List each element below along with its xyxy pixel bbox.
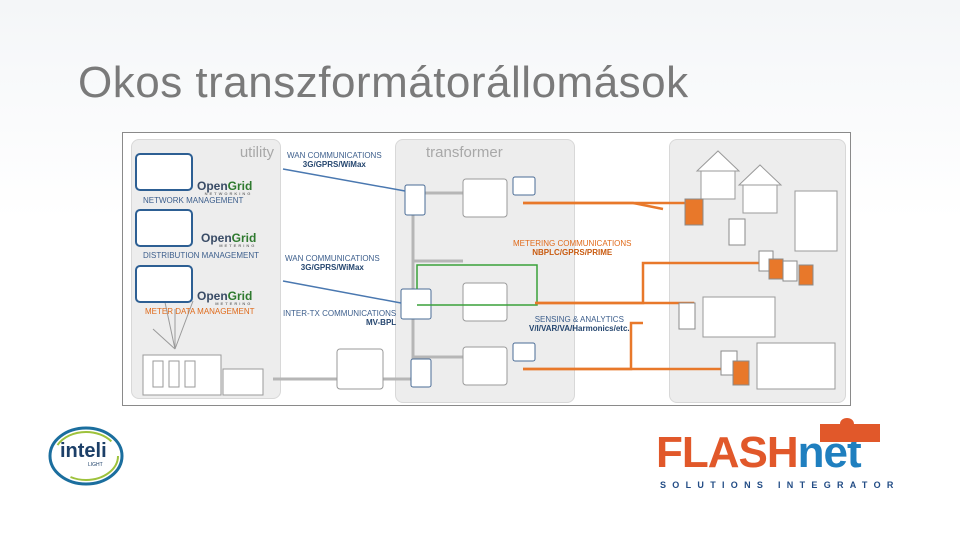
opengrid-logo-networking: OpenGrid NETWORKING [197,179,253,196]
inteli-wordmark: inteli [60,440,107,462]
power-plant-icon [142,292,264,396]
house-icon [695,150,838,390]
meter-icons [678,198,814,386]
connection-lines [142,150,838,396]
transformer-icon-3 [462,346,508,386]
inteli-logo-ring [48,426,124,486]
distribution-management-tile [135,209,193,247]
transformer-icon-2 [462,282,508,322]
opengrid-logo-metering-2: OpenGrid METERING [197,289,253,306]
meter-data-management-label: METER DATA MANAGEMENT [145,307,255,316]
comm-box-icons [400,176,536,388]
smart-substation-diagram: utility transformer [122,132,851,406]
utility-panel-title: utility [239,144,274,161]
transformer-icon-1 [462,178,508,218]
transformer-panel-title: transformer [426,144,503,161]
flashnet-logo: FLASHnet SOLUTIONS INTEGRATOR [656,418,893,490]
distribution-management-label: DISTRIBUTION MANAGEMENT [143,251,260,260]
page-title: Okos transzformátorállomások [78,58,689,107]
network-management-tile [135,153,193,191]
opengrid-logo-metering-1: OpenGrid METERING [201,231,257,248]
flashnet-tagline: SOLUTIONS INTEGRATOR [660,480,900,490]
inteli-logo: inteli LIGHT [46,420,126,495]
puzzle-icon [820,418,880,442]
meter-data-management-tile [135,265,193,303]
network-management-label: NETWORK MANAGEMENT [143,196,244,205]
inteli-sub: LIGHT [88,462,103,468]
main-transformer-icon [336,348,384,390]
flash-wordmark: FLASH [656,428,799,477]
